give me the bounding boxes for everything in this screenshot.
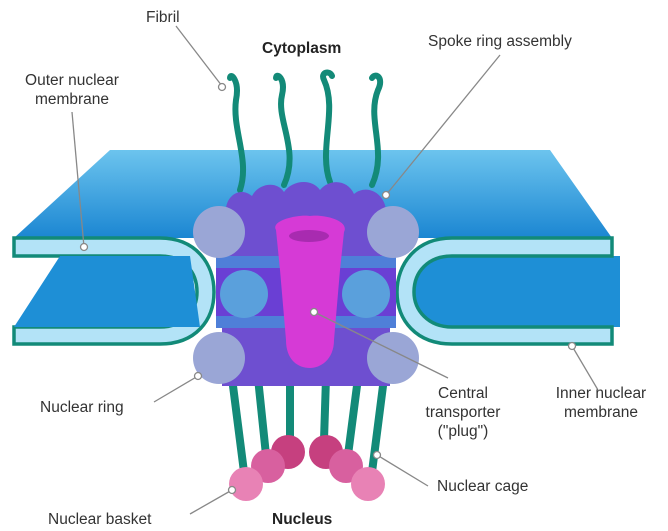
label-nuclear-basket: Nuclear basket: [48, 510, 151, 529]
label-outer-nuclear-line1: Outer nuclear: [8, 71, 136, 90]
label-inner-nuclear-line2: membrane: [538, 403, 664, 422]
inner-membrane-surface: [14, 256, 200, 327]
label-central-line2: transporter: [408, 403, 518, 422]
label-inner-nuclear-line1: Inner nuclear: [538, 384, 664, 403]
label-nuclear-ring: Nuclear ring: [40, 398, 124, 417]
label-cytoplasm: Cytoplasm: [262, 39, 341, 58]
label-central-line1: Central: [408, 384, 518, 403]
label-spoke-ring-assembly: Spoke ring assembly: [428, 32, 572, 51]
label-central-transporter: Central transporter ("plug"): [408, 384, 518, 441]
label-inner-nuclear-membrane: Inner nuclear membrane: [538, 384, 664, 422]
label-nucleus: Nucleus: [272, 510, 332, 529]
label-central-line3: ("plug"): [408, 422, 518, 441]
label-outer-nuclear-membrane: Outer nuclear membrane: [8, 71, 136, 109]
label-outer-nuclear-line2: membrane: [8, 90, 136, 109]
label-fibril: Fibril: [146, 8, 180, 27]
label-nuclear-cage: Nuclear cage: [437, 477, 528, 496]
nuclear-basket-balls: [229, 435, 385, 501]
inner-membrane-surface-right: [410, 256, 620, 327]
